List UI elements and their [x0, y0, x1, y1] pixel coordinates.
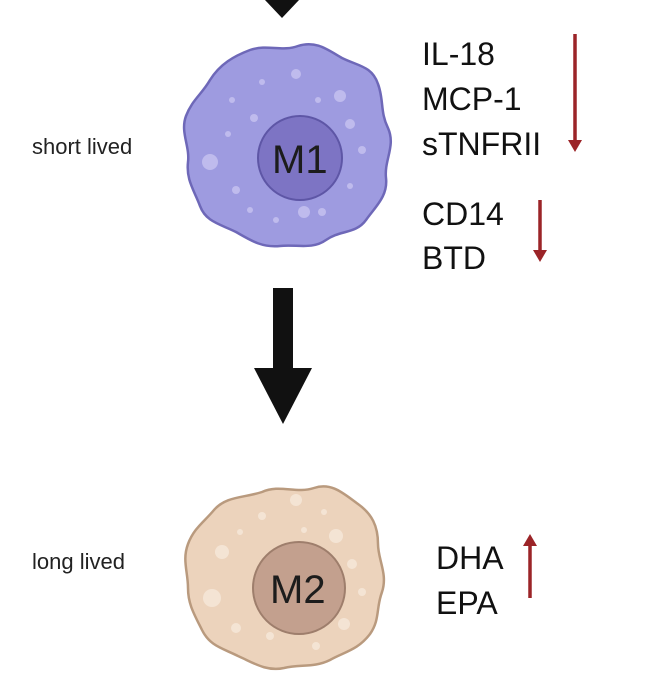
vesicle: [358, 146, 366, 154]
m1-nucleus: [257, 115, 343, 201]
vesicle: [334, 90, 346, 102]
vesicle: [291, 69, 301, 79]
top-flow-arrow: [265, 0, 299, 18]
vesicle: [259, 79, 265, 85]
vesicle: [202, 154, 218, 170]
vesicle: [258, 512, 266, 520]
marker-cd14: CD14: [422, 196, 504, 232]
m1-vesicles: [202, 69, 366, 223]
vesicle: [266, 632, 274, 640]
vesicle: [345, 119, 355, 129]
vesicle: [318, 208, 326, 216]
up-arrow-icon: [523, 534, 537, 598]
vesicle: [203, 589, 221, 607]
vesicle: [237, 529, 243, 535]
m2-cell-label: M2: [270, 568, 326, 612]
m1-to-m2-flow-arrow: [254, 288, 312, 424]
vesicle: [358, 588, 366, 596]
vesicle: [321, 509, 327, 515]
vesicle: [250, 114, 258, 122]
m2-nucleus: [252, 541, 346, 635]
m1-cell: [182, 42, 393, 248]
vesicle: [301, 527, 307, 533]
m2-lifespan-label: long lived: [32, 549, 125, 574]
vesicle: [215, 545, 229, 559]
m2-cell: [184, 485, 386, 671]
vesicle: [338, 618, 350, 630]
trend-arrows: [523, 34, 582, 598]
m1-cell-label: M1: [272, 138, 328, 182]
m1-lifespan-label: short lived: [32, 134, 133, 159]
vesicle: [329, 529, 343, 543]
vesicle: [229, 97, 235, 103]
down-arrow-icon: [568, 34, 582, 152]
vesicle: [315, 97, 321, 103]
vesicle: [225, 131, 231, 137]
vesicle: [290, 494, 302, 506]
vesicle: [298, 206, 310, 218]
vesicle: [347, 559, 357, 569]
marker-mcp-1: MCP-1: [422, 81, 522, 117]
vesicle: [347, 183, 353, 189]
marker-epa: EPA: [436, 585, 498, 621]
marker-dha: DHA: [436, 540, 504, 576]
vesicle: [232, 186, 240, 194]
marker-btd: BTD: [422, 240, 486, 276]
vesicle: [273, 217, 279, 223]
m2-vesicles: [203, 494, 366, 650]
marker-stnfrii: sTNFRII: [422, 126, 542, 162]
marker-il-18: IL-18: [422, 36, 495, 72]
down-arrow-icon: [533, 200, 547, 262]
vesicle: [312, 642, 320, 650]
vesicle: [231, 623, 241, 633]
vesicle: [247, 207, 253, 213]
